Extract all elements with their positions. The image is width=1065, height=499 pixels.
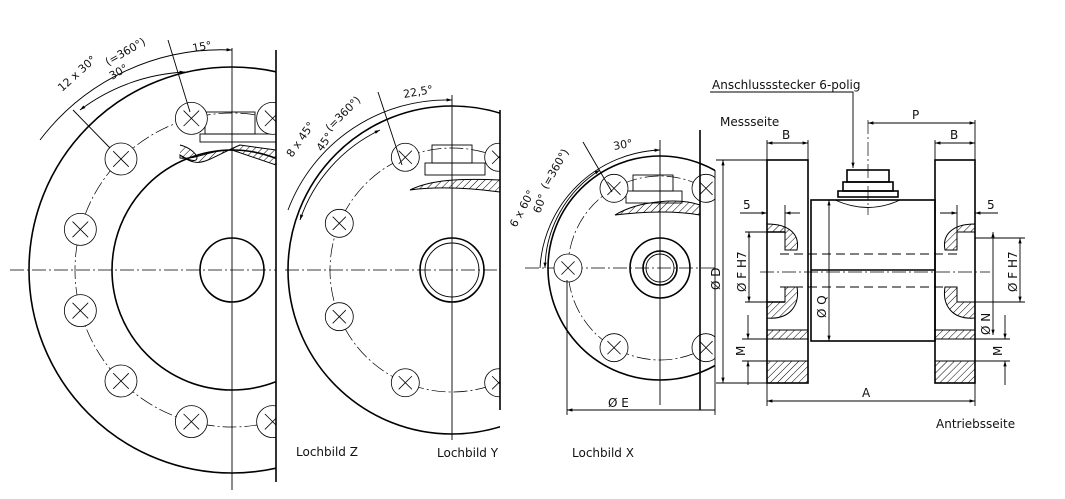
y-caption: Lochbild Y [437, 446, 499, 460]
dim-p: P [912, 108, 919, 122]
bolt-hole [390, 368, 420, 398]
dim-b-left: B [782, 128, 790, 142]
dim-m-right: M [991, 346, 1005, 356]
side-section-view: Anschlussstecker 6-polig Messseite Antri… [709, 78, 1025, 431]
z-offset-label: 15° [191, 39, 212, 55]
bolt-hole [324, 302, 354, 332]
dim-m-left: M [734, 346, 748, 356]
y-pattern-label: 8 x 45° [284, 119, 318, 159]
right-flange [934, 159, 976, 384]
bolt-hole [368, 295, 400, 327]
z-pattern-label: 12 x 30° [55, 53, 99, 94]
connector-label: Anschlussstecker 6-polig [712, 78, 861, 92]
dim-5-left: 5 [743, 198, 751, 212]
bolt-hole [174, 405, 208, 439]
drive-side-label: Antriebsseite [936, 417, 1015, 431]
y-offset-label: 22,5° [402, 83, 434, 101]
bolt-hole [691, 173, 715, 203]
bolt-hole [599, 333, 629, 363]
bolt-hole [691, 333, 715, 363]
bolt-hole [553, 253, 583, 283]
x-caption: Lochbild X [572, 446, 634, 460]
dim-f-right: Ø F H7 [1006, 251, 1020, 292]
dim-5-right: 5 [987, 198, 995, 212]
hole-pattern-z-view: 12 x 30° (=360°) 30° 15° Lochbild Z [10, 35, 400, 490]
z-total-label: (=360°) [103, 35, 148, 68]
bolt-hole [256, 405, 276, 439]
dim-q: Ø Q [815, 295, 829, 318]
dim-d: Ø D [709, 268, 723, 291]
hole-pattern-x-view: Ø E 6 x 60° (=360°) 60° 30° Lochbild X [507, 130, 716, 460]
bolt-hole [104, 142, 138, 176]
y-total-label: (=360°) [323, 94, 364, 135]
bolt-hole [63, 294, 97, 328]
dim-b-right: B [950, 128, 958, 142]
dim-f-left: Ø F H7 [735, 251, 749, 292]
bolt-hole [599, 173, 629, 203]
dim-a: A [862, 386, 871, 400]
bolt-hole [104, 364, 138, 398]
bolt-hole [484, 368, 500, 398]
x-offset-label: 30° [612, 137, 633, 153]
bolt-hole [63, 212, 97, 246]
dim-n: Ø N [979, 313, 993, 335]
bolt-hole [324, 208, 354, 238]
measure-side-label: Messseite [720, 115, 779, 129]
x-dia-e-label: Ø E [608, 396, 629, 410]
bolt-hole [484, 142, 500, 172]
bolt-hole [390, 142, 420, 172]
z-caption: Lochbild Z [296, 445, 358, 459]
x-pitch-label: 60° [531, 192, 550, 215]
bolt-hole [368, 213, 400, 245]
left-flange [766, 159, 809, 384]
bolt-hole [256, 101, 276, 135]
x-total-label: (=360°) [538, 147, 571, 192]
bolt-hole [174, 101, 208, 135]
